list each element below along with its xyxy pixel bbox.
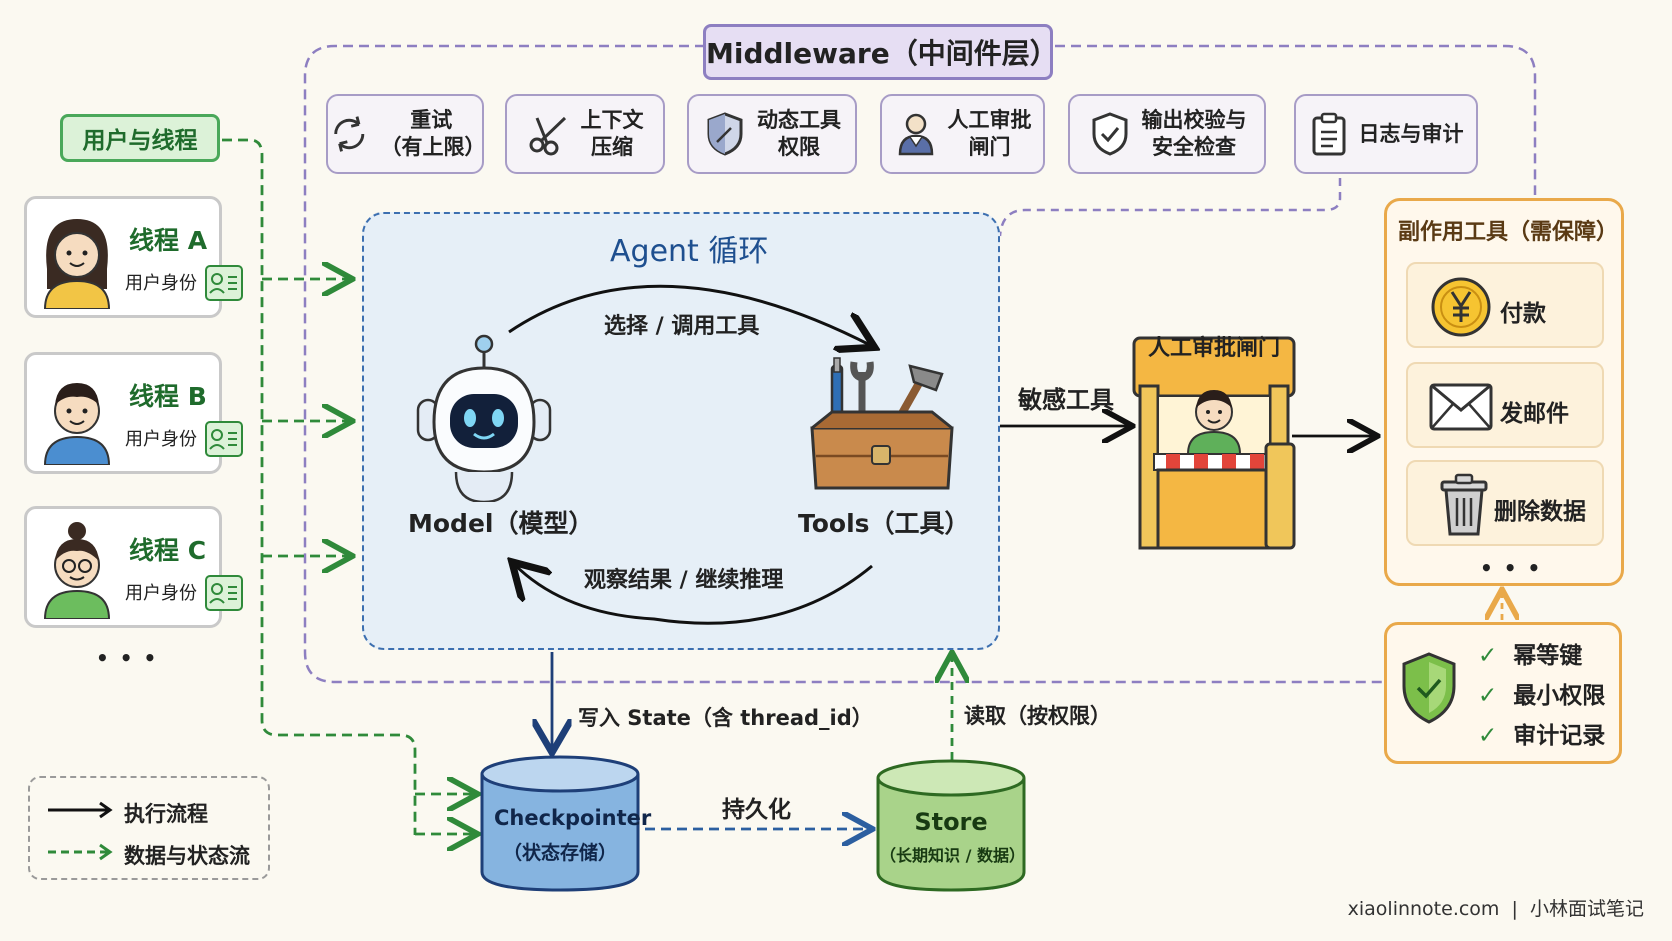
side-effect-item-label: 付款 [1500, 301, 1546, 327]
avatar [43, 383, 111, 465]
read-permission-label: 读取（按权限） [964, 704, 1111, 728]
sensitive-tools-label: 敏感工具 [1018, 386, 1114, 414]
check-icon: ✓ [1478, 723, 1498, 749]
middleware-item-tool-permission: 动态工具 权限 [687, 94, 857, 174]
store-cylinder [876, 759, 1026, 892]
agent-loop-title: Agent 循环 [610, 234, 769, 269]
thread-name: 线程 A [129, 226, 208, 255]
user-identity-label: 用户身份 [125, 273, 197, 294]
thread-card-c: 线程 C 用户身份 [24, 506, 243, 628]
thread-card-b: 线程 B 用户身份 [24, 352, 243, 474]
middleware-item-label: 输出校验与 安全检查 [1141, 108, 1247, 159]
side-effect-item-label: 删除数据 [1494, 499, 1586, 525]
checkpointer-cylinder [480, 755, 640, 892]
person-icon [898, 113, 933, 156]
checkpointer-subtitle: （状态存储） [502, 842, 617, 864]
toolbox-icon [810, 357, 954, 490]
id-card-icon [205, 265, 243, 301]
side-effect-item-email: 发邮件 [1406, 362, 1604, 448]
retry-icon [334, 116, 365, 152]
checkpointer-title: Checkpointer [494, 806, 652, 830]
id-card-icon [205, 575, 243, 611]
model-label: Model（模型） [408, 509, 594, 538]
legend-data-arrow [48, 843, 113, 861]
robot-icon [416, 334, 552, 502]
middleware-item-compress: 上下文 压缩 [505, 94, 665, 174]
middleware-item-human-gate: 人工审批 闸门 [880, 94, 1045, 174]
persist-label: 持久化 [722, 797, 791, 823]
check-icon: ✓ [1478, 683, 1498, 709]
approval-gate-illustration [1132, 336, 1296, 550]
thread-name: 线程 B [129, 382, 207, 411]
middleware-item-label: 日志与审计 [1358, 121, 1464, 146]
threads-more: • • • [96, 646, 159, 670]
scissors-icon [529, 116, 566, 156]
select-tool-label: 选择 / 调用工具 [604, 314, 760, 339]
yen-icon [1431, 277, 1491, 337]
shield-check-icon [1092, 112, 1127, 156]
trash-icon [1440, 473, 1488, 536]
agent-loop-box: Agent 循环 选择 / 调用工具 观察结果 / 继续推理 Model（模型） [362, 212, 1000, 650]
avatar [43, 522, 111, 619]
side-effect-item-payment: 付款 [1406, 262, 1604, 348]
user-identity-label: 用户身份 [125, 429, 197, 450]
legend-exec-arrow [48, 801, 113, 819]
guarantee-item: ✓ 幂等键 [1478, 643, 1583, 669]
clipboard-icon [1312, 112, 1345, 156]
middleware-item-logging: 日志与审计 [1294, 94, 1478, 174]
store-subtitle: （长期知识 / 数据） [880, 846, 1025, 865]
middleware-item-label: 上下文 压缩 [580, 108, 644, 159]
users-threads-label: 用户与线程 [60, 114, 220, 162]
middleware-item-label: 重试 （有上限） [380, 108, 486, 159]
user-identity-label: 用户身份 [125, 583, 197, 604]
tools-label: Tools（工具） [798, 509, 970, 538]
approval-gate-title: 人工审批闸门 [1148, 336, 1281, 361]
id-card-icon [205, 421, 243, 457]
avatar [43, 219, 111, 309]
side-effect-tools-title: 副作用工具（需保障） [1398, 220, 1619, 245]
middleware-title: Middleware（中间件层） [703, 24, 1058, 80]
check-icon: ✓ [1478, 643, 1498, 669]
thread-card-a: 线程 A 用户身份 [24, 196, 243, 318]
middleware-item-label: 人工审批 闸门 [947, 108, 1032, 159]
legend-data-label: 数据与状态流 [124, 844, 250, 868]
shield-icon [707, 112, 743, 156]
guarantee-item: ✓ 审计记录 [1478, 723, 1606, 749]
middleware-item-output-check: 输出校验与 安全检查 [1068, 94, 1266, 174]
legend: 执行流程 数据与状态流 [28, 776, 270, 880]
side-effect-item-label: 发邮件 [1500, 401, 1569, 427]
store-title: Store [914, 808, 988, 836]
side-effect-item-delete: 删除数据 [1406, 460, 1604, 546]
middleware-item-retry: 重试 （有上限） [326, 94, 486, 174]
guarantee-item: ✓ 最小权限 [1478, 683, 1606, 709]
mail-icon [1429, 383, 1493, 431]
legend-exec-label: 执行流程 [124, 802, 208, 826]
side-effects-more: • • • [1480, 556, 1543, 580]
agent-loop-arrows [364, 284, 1002, 625]
write-state-label: 写入 State（含 thread_id） [578, 706, 873, 730]
shield-check-icon [1402, 652, 1456, 724]
middleware-item-label: 动态工具 权限 [757, 108, 841, 159]
observe-result-label: 观察结果 / 继续推理 [584, 568, 784, 593]
footer-credit: xiaolinnote.com | 小林面试笔记 [1347, 898, 1644, 920]
thread-name: 线程 C [129, 536, 207, 565]
